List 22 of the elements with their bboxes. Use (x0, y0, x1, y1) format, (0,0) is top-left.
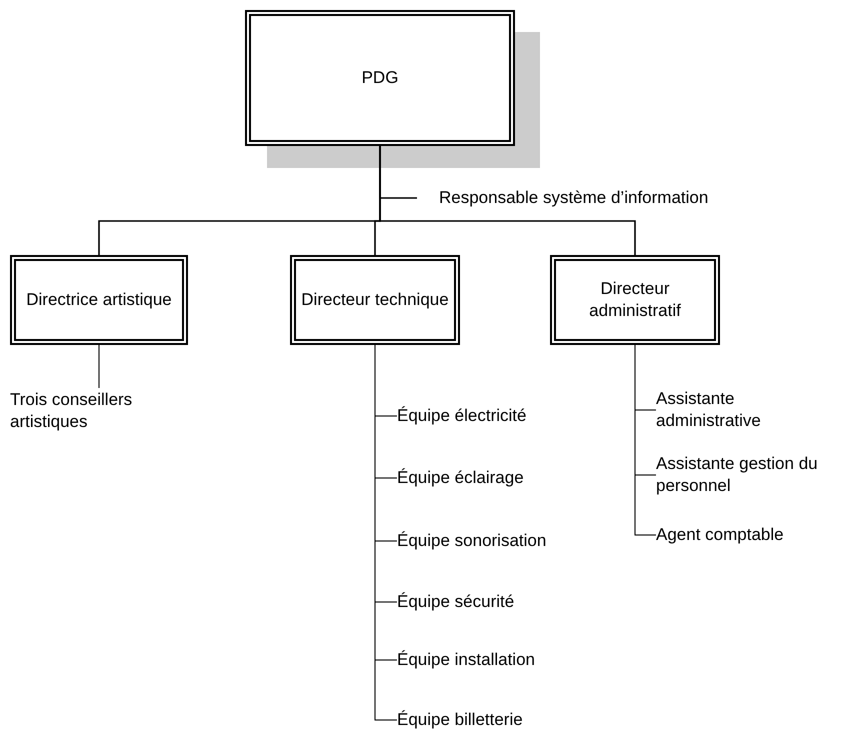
role-title: Directrice artistique (26, 289, 172, 311)
role-label: Agent comptable (656, 524, 784, 546)
role-label: Équipe sonorisation (397, 530, 546, 552)
connector-line (379, 146, 636, 255)
role-title: PDG (362, 67, 398, 89)
role-label: Assistante gestion du personnel (656, 453, 819, 497)
connector-line (98, 344, 100, 388)
org-box (10, 255, 188, 345)
role-title: Directeur technique (301, 289, 449, 311)
role-label: Responsable système d’information (439, 187, 708, 209)
org-box (550, 255, 720, 345)
role-title: Directeur administratif (588, 278, 682, 322)
role-label: Équipe installation (397, 649, 535, 671)
org-box (245, 10, 515, 146)
role-label: Équipe sécurité (397, 591, 514, 613)
role-label: Équipe électricité (397, 405, 526, 427)
org-box (290, 255, 460, 345)
connector-line (634, 344, 656, 536)
role-label: Assistante administrative (656, 388, 762, 432)
role-label: Trois conseillers artistiques (10, 389, 134, 433)
role-label: Équipe éclairage (397, 467, 524, 489)
role-label: Équipe billetterie (397, 709, 523, 731)
